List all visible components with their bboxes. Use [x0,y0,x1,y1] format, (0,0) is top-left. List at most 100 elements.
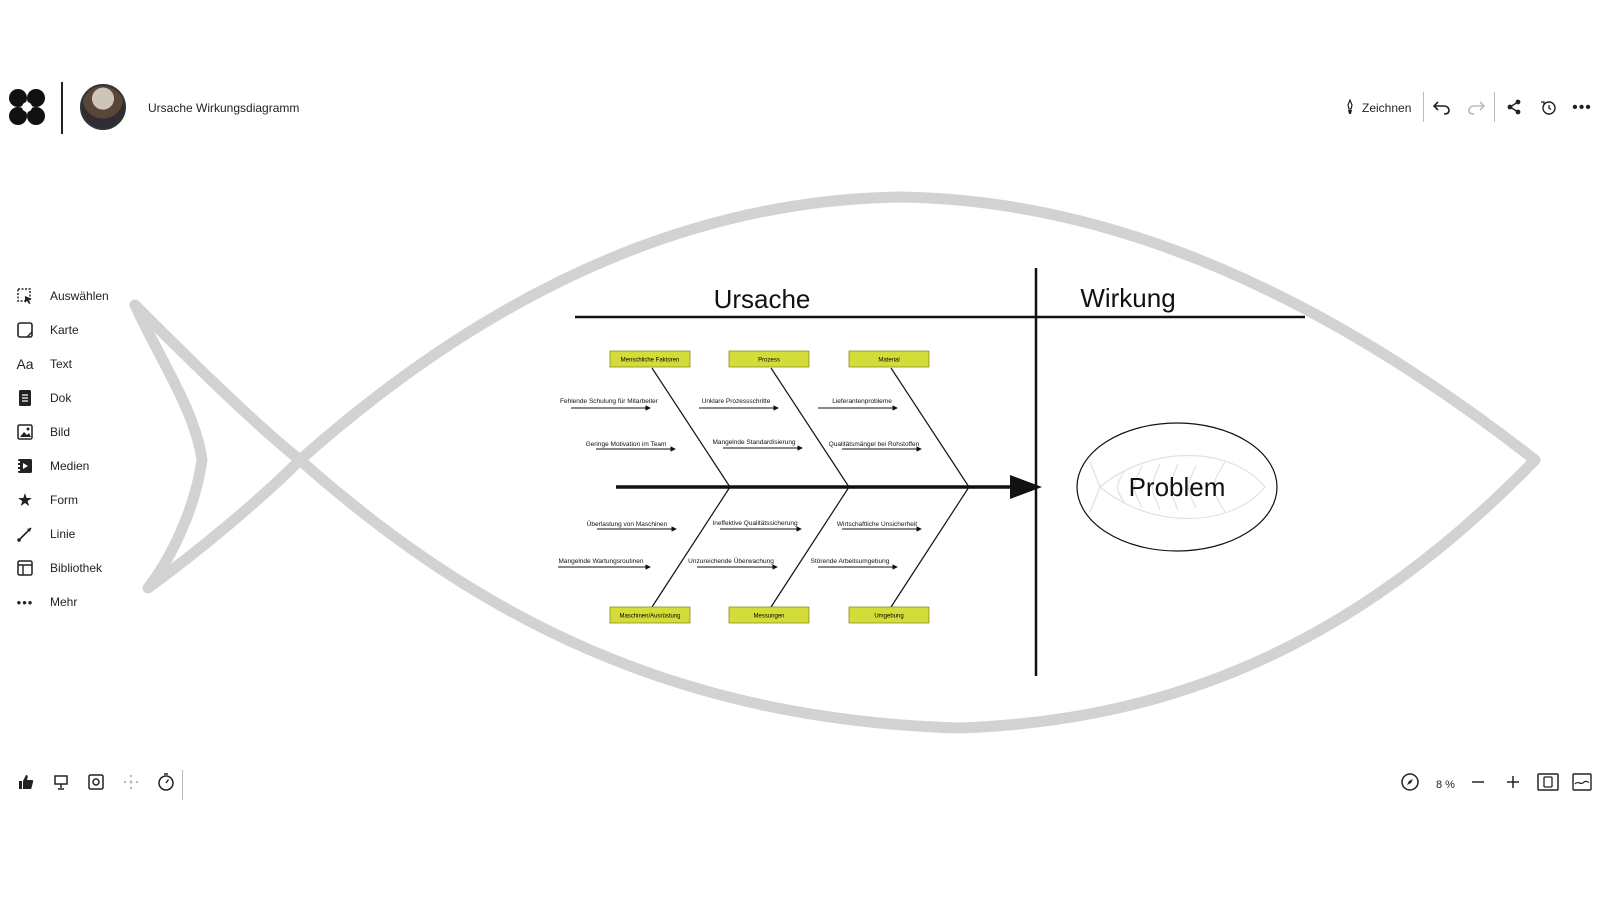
redo-button[interactable] [1464,96,1488,120]
cause-label: Unzureichende Überwachung [688,557,774,565]
toolbar-divider [1494,92,1495,122]
present-button[interactable] [49,772,73,796]
cause-labels: Fehlende Schulung für Mitarbeiter Gering… [558,398,919,565]
undo-button[interactable] [1430,96,1454,120]
tool-label: Linie [50,527,76,541]
media-icon [14,455,36,477]
tool-label: Bibliothek [50,561,103,575]
cause-label: Mangelnde Standardisierung [712,439,795,446]
tool-label: Text [50,357,73,371]
tool-label: Karte [50,323,79,337]
focus-button[interactable] [84,772,108,796]
history-button[interactable] [1536,96,1560,120]
cause-label: Wirtschaftliche Unsicherheit [837,521,917,528]
tool-shape[interactable]: ★ Form [14,483,144,517]
svg-text:Messungen: Messungen [753,614,784,620]
tool-media[interactable]: Medien [14,449,144,483]
category-box-top-2[interactable]: Prozess [728,350,810,368]
fit-screen-button[interactable] [1536,772,1560,796]
presentation-icon [52,773,70,796]
select-icon [14,285,36,307]
zoom-in-button[interactable] [1501,772,1525,796]
category-box-bottom-3[interactable]: Umgebung [848,606,930,624]
problem-node[interactable]: Problem [1076,422,1278,552]
more-icon: ••• [16,594,34,610]
zoom-out-button[interactable] [1466,772,1490,796]
tool-label: Bild [50,425,71,439]
share-button[interactable] [1502,96,1526,120]
tool-label: Dok [50,391,72,405]
cause-label: Überlastung von Maschinen [587,520,668,528]
svg-text:Maschinen/Ausrüstung: Maschinen/Ausrüstung [619,614,680,620]
cause-label: Lieferantenprobleme [832,398,892,405]
redo-icon [1467,99,1486,118]
image-icon [14,421,36,443]
tool-label: Form [50,493,78,507]
toolbar-divider [1423,92,1424,122]
avatar[interactable] [80,84,126,130]
card-icon [14,319,36,341]
star-icon: ★ [16,489,34,510]
more-icon: ••• [1572,99,1592,116]
toolbar-divider [182,770,183,800]
tool-image[interactable]: Bild [14,415,144,449]
tool-select[interactable]: Auswählen [14,279,144,313]
draw-label: Zeichnen [1362,101,1412,115]
tool-label: Medien [50,459,90,473]
zoom-level[interactable]: 8 % [1436,779,1455,791]
category-box-top-1[interactable]: Menschliche Faktoren [609,350,691,368]
text-icon: Aa [16,356,34,372]
timer-icon [156,772,176,797]
minimap-button[interactable] [1570,772,1594,796]
plus-icon [1506,775,1520,794]
effect-header: Wirkung [1080,283,1175,313]
more-options-button[interactable]: ••• [1570,96,1594,120]
share-icon [1506,99,1522,118]
tool-card[interactable]: Karte [14,313,144,347]
cause-header: Ursache [714,284,811,314]
diagram-bones [651,367,970,608]
timer-button[interactable] [154,772,178,796]
tool-library[interactable]: Bibliothek [14,551,144,585]
cause-label: Ineffektive Qualitätssicherung [712,520,798,527]
cause-arrows [558,405,922,570]
move-button[interactable] [119,772,143,796]
category-box-bottom-2[interactable]: Messungen [728,606,810,624]
header-divider [61,82,63,134]
cause-label: Unklare Prozessschritte [702,398,771,405]
tool-label: Auswählen [50,289,109,303]
svg-text:Umgebung: Umgebung [874,614,903,620]
fish-background [129,191,1541,734]
line-icon [14,523,36,545]
library-icon [14,557,36,579]
cause-label: Fehlende Schulung für Mitarbeiter [560,398,659,405]
app-logo-icon[interactable] [8,88,46,126]
cause-label: Störende Arbeitsumgebung [811,558,890,565]
history-icon [1539,99,1557,118]
fish-watermark-icon [1089,455,1266,519]
focus-icon [87,773,105,796]
problem-label: Problem [1129,472,1226,502]
cause-label: Mangelnde Wartungsroutinen [558,558,643,565]
category-box-top-3[interactable]: Material [848,350,930,368]
undo-icon [1432,99,1451,118]
svg-text:Menschliche Faktoren: Menschliche Faktoren [621,358,680,364]
fit-screen-icon [1537,772,1559,796]
category-box-bottom-1[interactable]: Maschinen/Ausrüstung [609,606,691,624]
left-toolbar: Auswählen Karte Aa Text Dok Bild Medien … [14,279,144,619]
compass-icon [1400,772,1420,797]
vote-button[interactable] [14,772,38,796]
tool-text[interactable]: Aa Text [14,347,144,381]
svg-text:Material: Material [878,358,899,364]
cause-label: Geringe Motivation im Team [586,441,667,448]
draw-button[interactable]: Zeichnen [1344,96,1418,120]
cause-label: Qualitätsmängel bei Rohstoffen [829,441,920,448]
tool-more[interactable]: ••• Mehr [14,585,144,619]
tool-line[interactable]: Linie [14,517,144,551]
thumbs-up-icon [17,773,35,796]
board-title[interactable]: Ursache Wirkungsdiagramm [148,101,300,115]
navigate-button[interactable] [1398,772,1422,796]
tool-doc[interactable]: Dok [14,381,144,415]
brush-icon [1344,97,1356,118]
